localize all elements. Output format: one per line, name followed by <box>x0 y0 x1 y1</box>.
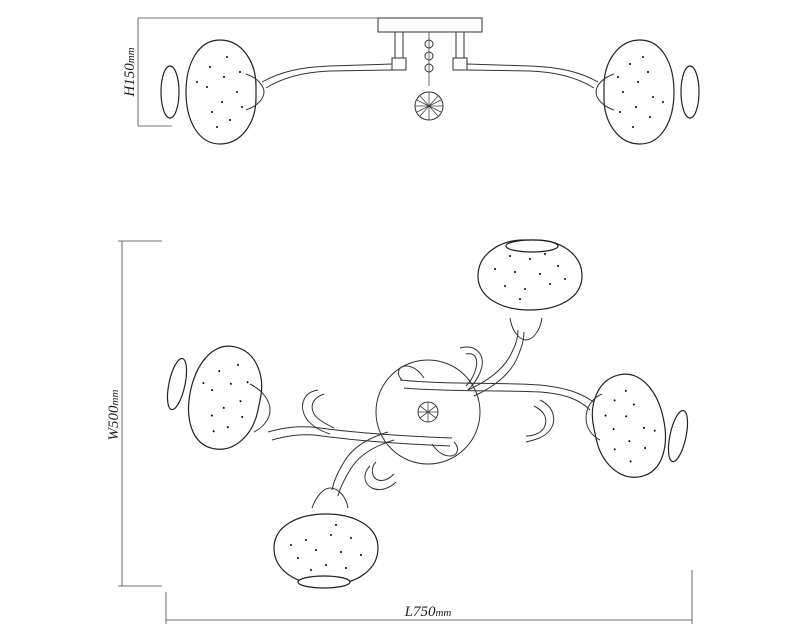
hook-right-inner <box>525 405 547 437</box>
chain-bead-3 <box>424 63 434 73</box>
shade-left-holder <box>249 383 271 433</box>
hook-left-outer <box>302 389 331 435</box>
crystal-facets <box>415 92 443 120</box>
hook-top-inner <box>465 353 478 387</box>
side-left-holder <box>245 73 265 111</box>
hook-center-top <box>398 365 425 381</box>
height-label: H150mm <box>122 47 138 97</box>
arm-right-b <box>403 387 591 411</box>
width-label: W500mm <box>106 390 122 441</box>
arm-right-a <box>399 379 597 405</box>
side-left-shade-mouth <box>160 65 180 119</box>
center-plate <box>375 359 481 465</box>
side-left-shade <box>185 39 257 145</box>
arm-bottom-b <box>337 439 395 497</box>
ceiling-plate <box>377 17 483 33</box>
side-right-shade-mouth <box>680 65 700 119</box>
shade-left-mouth <box>166 357 188 411</box>
right-arm-lower <box>466 69 595 89</box>
shade-top-mouth <box>505 239 559 253</box>
shade-top-holder <box>509 317 543 341</box>
right-arm-upper <box>466 63 599 83</box>
shade-bottom <box>273 513 379 585</box>
arm-left-b <box>271 434 451 447</box>
chain-bead-2 <box>424 51 434 61</box>
right-post-cap <box>452 57 468 71</box>
center-crystal-facets <box>418 402 438 422</box>
shade-bottom-mouth <box>297 575 351 589</box>
side-right-shade <box>603 39 675 145</box>
hook-bottom-inner <box>371 461 395 481</box>
side-view: H150mm <box>122 17 700 145</box>
left-arm-lower <box>265 69 393 89</box>
arm-top-b <box>473 331 525 397</box>
left-post-cap <box>391 57 407 71</box>
hook-left-inner <box>311 393 335 429</box>
right-post <box>455 31 465 59</box>
shade-left <box>179 339 271 457</box>
arm-left-a <box>267 426 453 439</box>
shade-bottom-holder <box>311 487 349 509</box>
length-label: L750mm <box>404 604 452 620</box>
arm-top-a <box>467 329 519 391</box>
hook-center-bottom <box>431 441 458 457</box>
left-post <box>394 31 404 59</box>
side-right-holder <box>595 73 615 111</box>
left-arm-upper <box>261 63 393 83</box>
hook-bottom-outer <box>364 465 397 491</box>
plan-view: W500mm L750mm <box>106 239 693 624</box>
shade-right-mouth <box>667 409 689 463</box>
shade-right-holder <box>585 393 603 441</box>
arm-bottom-a <box>331 431 389 491</box>
hook-right-outer <box>525 399 555 443</box>
chain-bead-1 <box>424 39 434 49</box>
hook-top-outer <box>459 346 483 391</box>
shade-right <box>583 367 675 485</box>
